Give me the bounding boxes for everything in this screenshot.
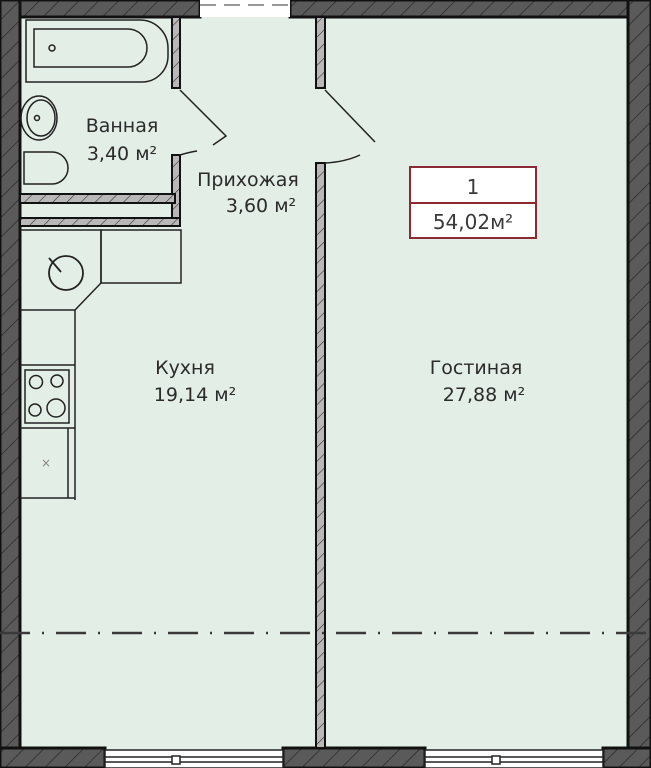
door-swings [179, 89, 376, 164]
room-area-hallway: 3,60 м² [226, 195, 296, 217]
room-area-bathroom: 3,40 м² [87, 143, 157, 165]
toilet [23, 151, 69, 185]
windows [104, 749, 604, 768]
kitchen-sink [48, 255, 84, 291]
room-area-kitchen: 19,14 м² [154, 384, 236, 406]
apartment-number: 1 [467, 175, 480, 199]
apartment-total-area: 54,02м² [433, 210, 513, 234]
partitions [19, 16, 326, 749]
apartment-badge: 1 54,02м² [409, 166, 537, 239]
stove [24, 369, 70, 424]
kitchen-counter [20, 229, 182, 500]
sink [20, 95, 58, 141]
room-name-kitchen: Кухня [155, 357, 215, 379]
room-name-living: Гостиная [430, 357, 523, 379]
room-area-living: 27,88 м² [443, 384, 525, 406]
entrance-opening [200, 0, 290, 17]
room-name-hallway: Прихожая [197, 169, 299, 191]
dishwasher-mark-icon: × [41, 456, 51, 470]
room-name-bathroom: Ванная [86, 115, 159, 137]
bathtub [25, 19, 169, 83]
